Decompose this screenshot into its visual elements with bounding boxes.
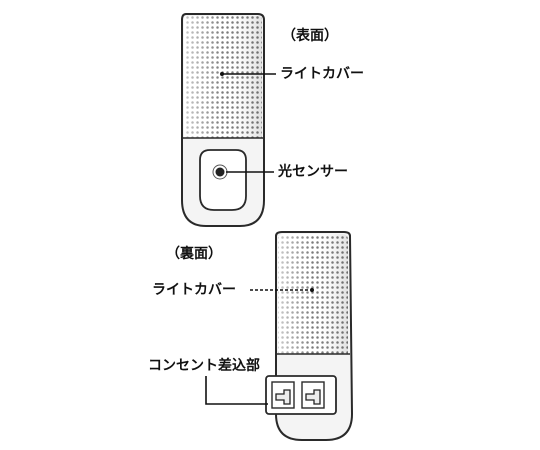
outlet-leader	[205, 376, 268, 405]
front-light-cover-label: ライトカバー	[280, 66, 364, 82]
plug-prong-left	[275, 389, 291, 405]
front-sensor-label: 光センサー	[278, 164, 348, 180]
outlet-plug	[265, 375, 337, 415]
back-heading: （裏面）	[166, 246, 222, 262]
plug-prong-right	[305, 389, 321, 405]
front-device	[181, 13, 265, 227]
light-sensor-icon	[215, 167, 225, 177]
back-light-cover-label: ライトカバー	[152, 282, 236, 298]
sensor-window	[199, 149, 247, 211]
back-device	[265, 231, 354, 441]
front-heading: （表面）	[282, 28, 338, 44]
outlet-label: コンセント差込部	[148, 358, 260, 374]
